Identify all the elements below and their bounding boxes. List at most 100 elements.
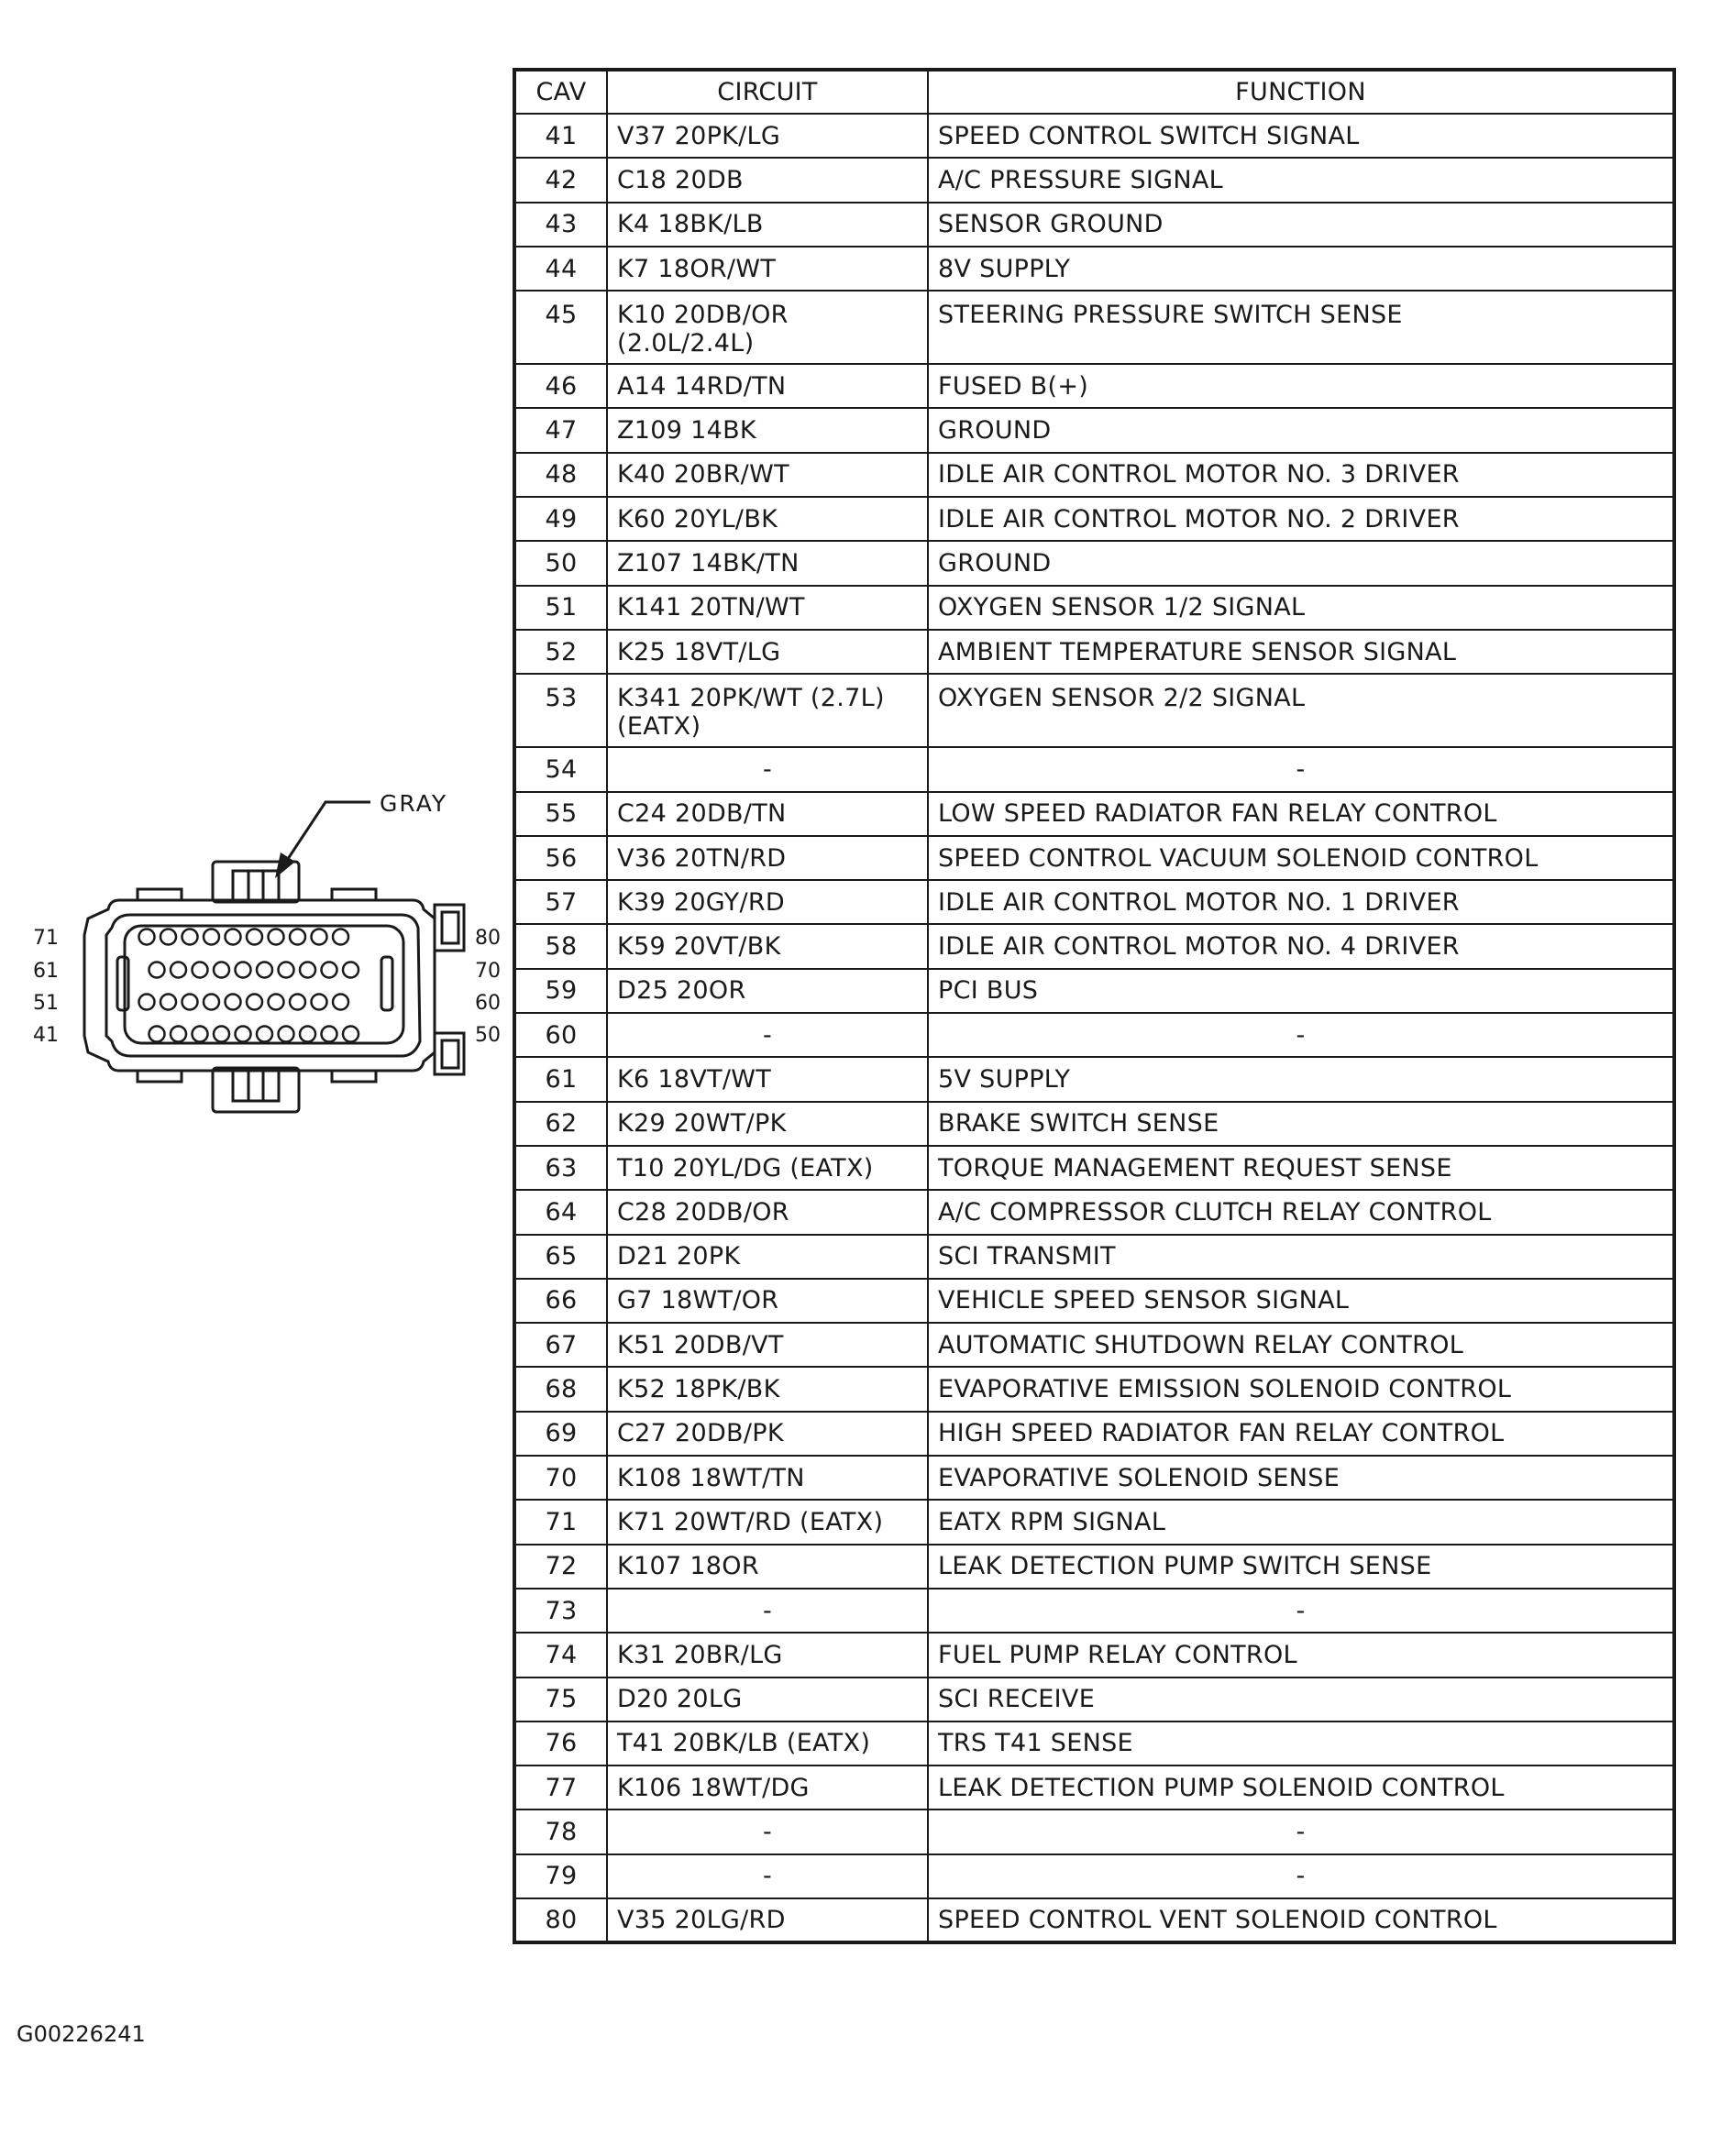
cell-circuit: D20 20LG <box>606 1676 929 1722</box>
pin-cavity <box>148 961 166 979</box>
pin-cavity <box>202 928 221 946</box>
cell-function: FUEL PUMP RELAY CONTROL <box>927 1632 1675 1678</box>
cell-circuit: - <box>606 1012 929 1059</box>
cell-function: IDLE AIR CONTROL MOTOR NO. 2 DRIVER <box>927 496 1675 543</box>
cell-circuit: K40 20BR/WT <box>606 451 929 499</box>
figure-id: G00226241 <box>17 2021 146 2047</box>
pin-cavity <box>138 928 156 946</box>
pin-cavity <box>191 961 209 979</box>
pin-cavity <box>212 961 231 979</box>
cell-cav: 80 <box>513 1897 608 1944</box>
cell-function: SCI TRANSMIT <box>927 1233 1675 1280</box>
pin-cavity <box>212 1025 231 1043</box>
cell-function: 8V SUPPLY <box>927 245 1675 292</box>
connector-right-labels: 80 70 60 50 <box>475 927 501 1047</box>
cell-function: LEAK DETECTION PUMP SWITCH SENSE <box>927 1543 1675 1590</box>
cell-circuit: D21 20PK <box>606 1233 929 1280</box>
cell-circuit: - <box>606 1587 929 1634</box>
pin-cavity <box>277 961 295 979</box>
pin-cavity <box>341 961 360 979</box>
cell-function: - <box>927 1853 1675 1899</box>
cell-cav: 67 <box>513 1322 608 1369</box>
cell-function: AMBIENT TEMPERATURE SENSOR SIGNAL <box>927 628 1675 676</box>
left-label: 61 <box>33 960 59 983</box>
cell-function: BRAKE SWITCH SENSE <box>927 1100 1675 1147</box>
cell-function: EVAPORATIVE SOLENOID SENSE <box>927 1455 1675 1502</box>
cell-function: AUTOMATIC SHUTDOWN RELAY CONTROL <box>927 1322 1675 1369</box>
cell-circuit: - <box>606 1809 929 1855</box>
cell-circuit: K4 18BK/LB <box>606 201 929 248</box>
connector-left-labels: 71 61 51 41 <box>33 927 59 1047</box>
cell-circuit: C28 20DB/OR <box>606 1189 929 1236</box>
cell-cav: 73 <box>513 1587 608 1634</box>
cell-cav: 45 <box>513 290 608 366</box>
cell-cav: 69 <box>513 1410 608 1458</box>
cell-cav: 47 <box>513 407 608 454</box>
cell-circuit: K107 18OR <box>606 1543 929 1590</box>
pin-cavity <box>245 928 264 946</box>
connector-shell <box>83 860 466 1114</box>
cell-function: IDLE AIR CONTROL MOTOR NO. 4 DRIVER <box>927 923 1675 970</box>
cell-cav: 50 <box>513 540 608 587</box>
cell-function: TRS T41 SENSE <box>927 1720 1675 1767</box>
pin-cavity <box>148 1025 166 1043</box>
right-label: 70 <box>475 960 501 983</box>
cell-cav: 59 <box>513 967 608 1015</box>
cell-function: - <box>927 1587 1675 1634</box>
cell-cav: 74 <box>513 1632 608 1678</box>
pin-cavity <box>310 928 328 946</box>
cell-circuit: C27 20DB/PK <box>606 1410 929 1458</box>
connector-pin-grid <box>138 928 360 1043</box>
cell-circuit: K29 20WT/PK <box>606 1100 929 1147</box>
cell-cav: 60 <box>513 1012 608 1059</box>
pin-cavity <box>320 961 338 979</box>
pin-cavity <box>169 961 188 979</box>
cell-circuit: K108 18WT/TN <box>606 1455 929 1502</box>
pin-cavity <box>255 1025 274 1043</box>
cell-function: SPEED CONTROL SWITCH SIGNAL <box>927 112 1675 160</box>
cell-circuit: Z107 14BK/TN <box>606 540 929 587</box>
cell-cav: 68 <box>513 1366 608 1413</box>
pin-cavity <box>255 961 274 979</box>
cell-cav: 79 <box>513 1853 608 1899</box>
cell-cav: 42 <box>513 157 608 204</box>
pin-cavity <box>298 961 317 979</box>
cell-circuit: K7 18OR/WT <box>606 245 929 292</box>
cell-function: GROUND <box>927 540 1675 587</box>
cell-circuit: K52 18PK/BK <box>606 1366 929 1413</box>
cell-circuit: T10 20YL/DG (EATX) <box>606 1144 929 1192</box>
cell-cav: 46 <box>513 363 608 410</box>
cell-cav: 43 <box>513 201 608 248</box>
cell-function: EVAPORATIVE EMISSION SOLENOID CONTROL <box>927 1366 1675 1413</box>
cell-function: SENSOR GROUND <box>927 201 1675 248</box>
cell-function: - <box>927 746 1675 793</box>
cell-cav: 77 <box>513 1765 608 1811</box>
table-row: 73-- <box>513 1587 1675 1634</box>
pin-cavity <box>341 1025 360 1043</box>
cell-function: A/C COMPRESSOR CLUTCH RELAY CONTROL <box>927 1189 1675 1236</box>
pin-cavity <box>331 928 350 946</box>
cell-function: 5V SUPPLY <box>927 1056 1675 1103</box>
left-label: 51 <box>33 992 59 1015</box>
cell-function: SCI RECEIVE <box>927 1676 1675 1722</box>
cell-function: - <box>927 1809 1675 1855</box>
cell-cav: 44 <box>513 245 608 292</box>
cell-circuit: D25 20OR <box>606 967 929 1015</box>
pin-cavity <box>169 1025 188 1043</box>
